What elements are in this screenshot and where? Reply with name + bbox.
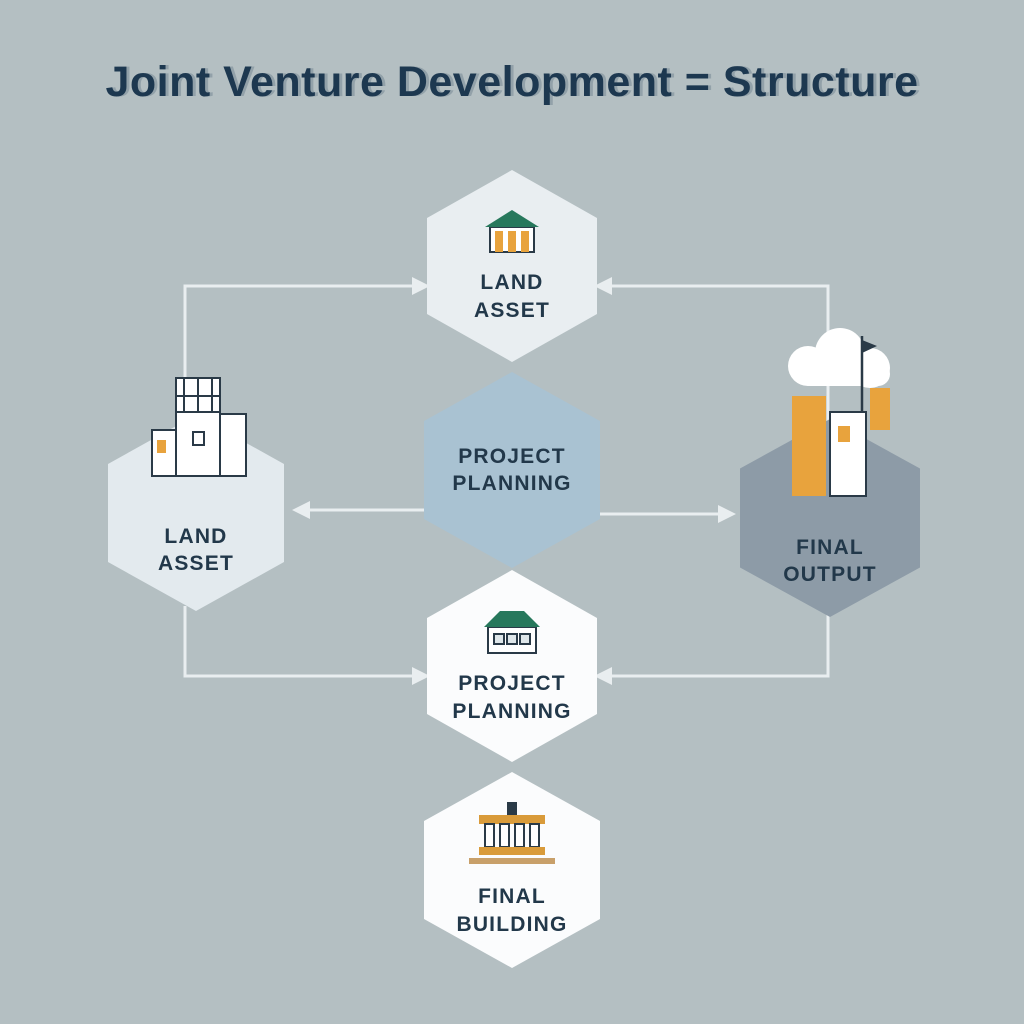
label-line: PLANNING	[452, 699, 572, 723]
label-line: PROJECT	[458, 444, 566, 468]
city-skyline-icon	[756, 326, 906, 503]
label-line: PROJECT	[458, 672, 566, 696]
arrowhead-right-icon	[412, 277, 430, 295]
label-line: BUILDING	[456, 912, 568, 936]
label-line: ASSET	[157, 552, 234, 575]
bank-building-icon	[467, 802, 557, 873]
node-label: LAND ASSET	[474, 269, 550, 324]
node-label: PROJECT PLANNING	[452, 670, 571, 725]
office-building-icon	[138, 374, 258, 485]
label-line: FINAL	[478, 885, 546, 909]
house-icon	[483, 208, 541, 259]
node-final-output: FINAL OUTPUT	[740, 419, 920, 617]
arrow-left-to-bottom-line	[183, 606, 414, 678]
label-line: LAND	[480, 271, 544, 295]
arrowhead-left-icon	[594, 667, 612, 685]
label-line: ASSET	[473, 298, 550, 322]
house-windows-icon	[480, 607, 544, 662]
node-label: PROJECT PLANNING	[452, 443, 571, 498]
label-line: FINAL	[796, 535, 864, 559]
node-final-building: FINAL BUILDING	[424, 772, 600, 968]
arrow-right-to-bottom-line	[610, 612, 830, 678]
arrowhead-left-icon	[292, 501, 310, 519]
node-label: LAND ASSET	[158, 449, 234, 578]
arrowhead-left-icon	[594, 277, 612, 295]
label-line: LAND	[164, 524, 228, 548]
label-line: OUTPUT	[783, 563, 877, 586]
node-label: FINAL BUILDING	[456, 883, 567, 938]
node-label: FINAL OUTPUT	[783, 448, 877, 589]
arrow-left-to-top-line	[183, 284, 414, 418]
arrowhead-right-icon	[412, 667, 430, 685]
arrowhead-right-icon	[718, 505, 736, 523]
label-line: PLANNING	[452, 472, 572, 495]
diagram-title: Joint Venture Development = Structure	[105, 58, 919, 106]
